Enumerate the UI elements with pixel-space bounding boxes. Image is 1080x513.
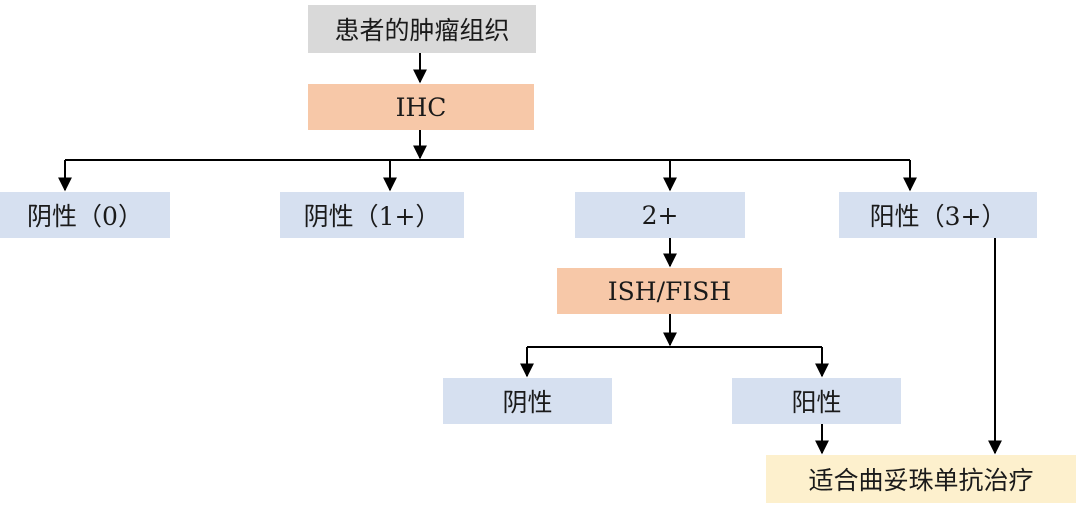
node-negative: 阴性	[443, 378, 612, 424]
node-tumor-tissue: 患者的肿瘤组织	[308, 5, 536, 53]
node-negative-0: 阴性（0）	[0, 192, 170, 238]
node-ihc: IHC	[308, 84, 534, 130]
node-ish-fish: ISH/FISH	[557, 268, 782, 314]
node-2plus: 2+	[575, 192, 745, 238]
node-trastuzumab-therapy: 适合曲妥珠单抗治疗	[766, 455, 1076, 503]
node-positive-3plus: 阳性（3+）	[839, 192, 1037, 238]
node-positive: 阳性	[732, 378, 901, 424]
node-negative-1plus: 阴性（1+）	[280, 192, 464, 238]
